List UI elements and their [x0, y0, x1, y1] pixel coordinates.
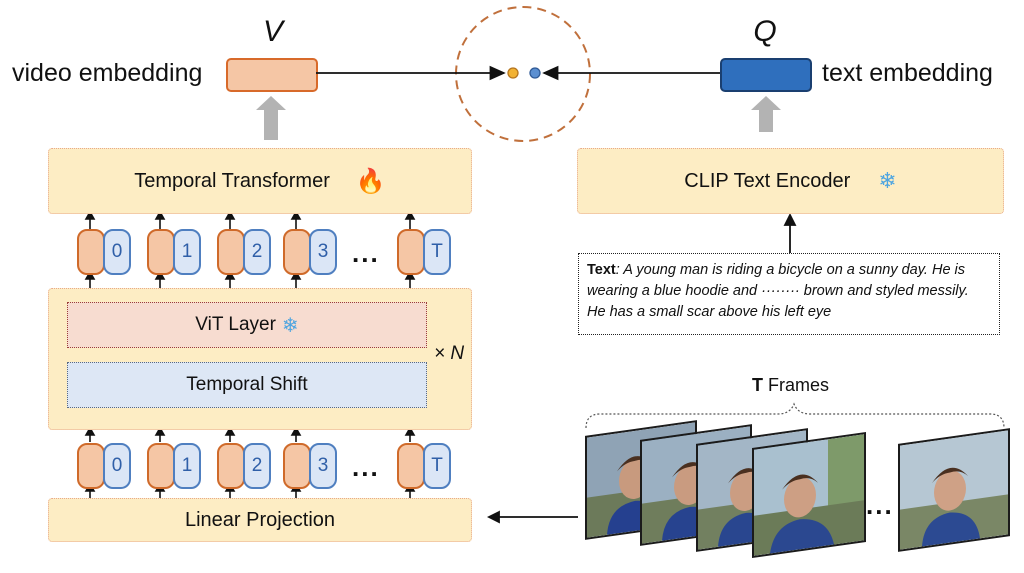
transformer-to-v-arrow — [256, 96, 286, 142]
token-visual — [77, 443, 105, 489]
token-ellipsis: ... — [352, 238, 380, 268]
q-symbol: Q — [753, 15, 777, 48]
linear-projection-box: Linear Projection — [48, 498, 472, 542]
v-symbol: V — [262, 15, 283, 48]
text-caption-box: Text: A young man is riding a bicycle on… — [578, 253, 1000, 335]
video-point — [507, 67, 519, 79]
clip-text-encoder-label: CLIP Text Encoder — [684, 169, 851, 192]
token-index: T — [423, 229, 451, 275]
text-caption-body: : A young man is riding a bicycle on a s… — [587, 262, 969, 320]
linear-projection-label: Linear Projection — [184, 508, 336, 531]
frames-brace — [585, 402, 1005, 429]
token-index: T — [423, 443, 451, 489]
clip-text-encoder-box: CLIP Text Encoder ❄ — [577, 148, 1004, 214]
temporal-transformer-box: Temporal Transformer 🔥 — [48, 148, 472, 214]
token-visual — [217, 443, 245, 489]
repeat-n-label: × N — [434, 343, 465, 364]
text-to-clip-arrow — [783, 212, 797, 253]
snowflake-icon: ❄ — [281, 314, 299, 337]
token-index: 3 — [309, 443, 337, 489]
frames-ellipsis: ... — [866, 490, 894, 520]
token-visual — [397, 229, 425, 275]
snowflake-icon: ❄ — [878, 168, 897, 193]
temporal-shift-label: Temporal Shift — [186, 374, 308, 395]
token-visual — [147, 229, 175, 275]
token-index: 3 — [309, 229, 337, 275]
frames-label-count: T — [752, 375, 763, 395]
temporal-transformer-label: Temporal Transformer — [134, 169, 330, 192]
text-point — [529, 67, 541, 79]
token-ellipsis: ... — [352, 452, 380, 482]
video-frame — [898, 428, 1010, 552]
vit-layer-box: ViT Layer ❄ — [67, 302, 427, 348]
token-visual — [283, 229, 311, 275]
token-index: 1 — [173, 443, 201, 489]
token-visual — [147, 443, 175, 489]
token-index: 0 — [103, 229, 131, 275]
temporal-shift-box: Temporal Shift — [67, 362, 427, 408]
token-visual — [77, 229, 105, 275]
text-embedding-label: text embedding — [822, 59, 993, 87]
lower-token-arrows — [84, 426, 416, 442]
clip-to-q-arrow — [751, 96, 781, 134]
vit-block: ViT Layer ❄ Temporal Shift × N — [48, 288, 472, 430]
token-visual — [217, 229, 245, 275]
similarity-circle — [455, 6, 591, 142]
token-index: 2 — [243, 443, 271, 489]
frames-to-projection-arrow — [486, 510, 578, 524]
vit-layer-label: ViT Layer — [195, 314, 276, 335]
mid-token-arrows — [84, 270, 416, 288]
token-index: 2 — [243, 229, 271, 275]
token-index: 0 — [103, 443, 131, 489]
top-token-arrows — [84, 210, 416, 229]
fire-icon: 🔥 — [355, 167, 386, 195]
token-visual — [283, 443, 311, 489]
token-visual — [397, 443, 425, 489]
frames-label: T Frames — [752, 375, 829, 396]
video-frame — [752, 431, 866, 559]
frames-label-text: Frames — [763, 375, 830, 395]
video-embedding-box — [226, 58, 318, 92]
text-caption-prefix: Text — [587, 262, 616, 278]
token-index: 1 — [173, 229, 201, 275]
text-embedding-box — [720, 58, 812, 92]
video-embedding-label: video embedding — [12, 59, 203, 87]
